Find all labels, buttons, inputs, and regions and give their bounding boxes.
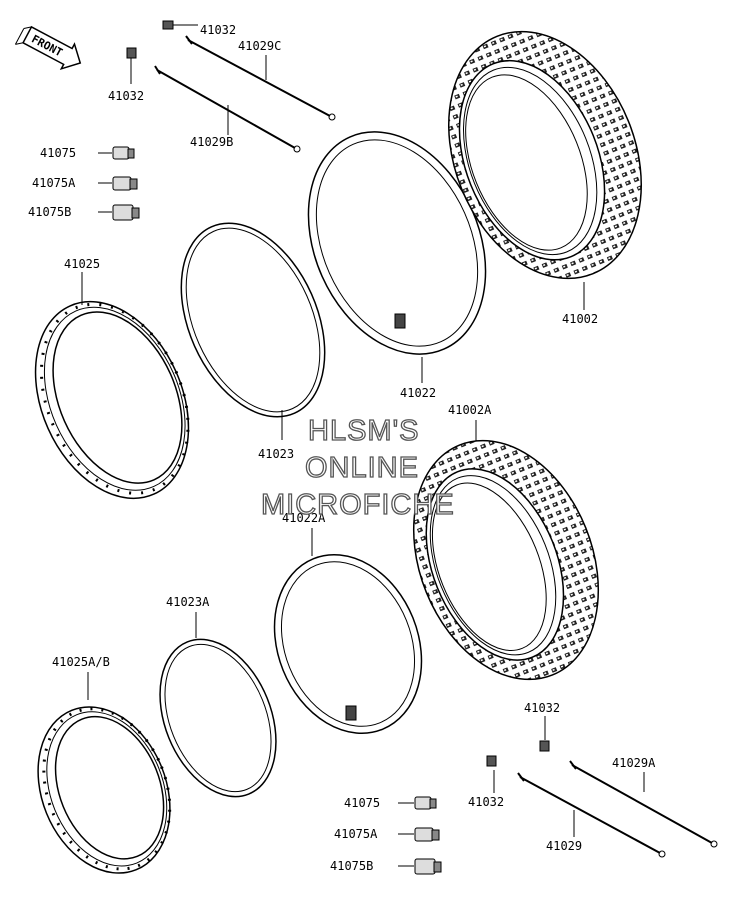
valve-41075-top-icon: [112, 146, 135, 160]
tube-valve-41022A-icon: [345, 705, 357, 721]
label-41075A-top: 41075A: [32, 176, 76, 190]
label-41029A: 41029A: [612, 756, 656, 770]
label-41029: 41029: [546, 839, 582, 853]
rim-41025: [34, 300, 190, 500]
front-arrow-icon: FRONT: [14, 25, 82, 71]
spoke-41029: [517, 772, 666, 858]
label-41075B-top: 41075B: [28, 205, 71, 219]
valve-41075A-top-icon: [112, 176, 138, 191]
label-41022A: 41022A: [282, 511, 326, 525]
rim-41025AB: [37, 706, 172, 874]
watermark-line-1: HLSM'S: [308, 415, 419, 447]
nipple-41032-left-icon: [126, 47, 137, 84]
label-41075-bottom: 41075: [344, 796, 380, 810]
tube-valve-41022-icon: [394, 313, 406, 329]
rim-band-41023: [180, 222, 326, 418]
tire-41002A: [412, 439, 600, 681]
valve-41075-bottom-icon: [414, 796, 437, 810]
tire-41002: [448, 30, 642, 280]
valve-41075A-bottom-icon: [414, 827, 440, 842]
nipple-41032-top-icon: [162, 20, 180, 30]
label-41032-bottom-right: 41032: [524, 701, 560, 715]
label-41022: 41022: [400, 386, 436, 400]
rim-band-41023A: [159, 638, 277, 798]
label-41025: 41025: [64, 257, 100, 271]
leaders-top: [81, 24, 585, 440]
label-41032-top: 41032: [200, 23, 236, 37]
valve-41075B-bottom-icon: [414, 858, 442, 875]
label-41032-bottom-left: 41032: [468, 795, 504, 809]
nipple-41032-bottom-right-icon: [539, 740, 550, 752]
valve-41075B-top-icon: [112, 204, 140, 221]
label-41002: 41002: [562, 312, 598, 326]
label-41002A: 41002A: [448, 403, 492, 417]
label-41075-top: 41075: [40, 146, 76, 160]
label-41023A: 41023A: [166, 595, 210, 609]
label-41029C: 41029C: [238, 39, 281, 53]
spoke-41029A: [569, 760, 718, 848]
label-41032-left: 41032: [108, 89, 144, 103]
label-41029B: 41029B: [190, 135, 233, 149]
label-41023: 41023: [258, 447, 294, 461]
spoke-41029C: [185, 35, 336, 121]
nipple-41032-bottom-left-icon: [486, 755, 497, 767]
label-41075B-bottom: 41075B: [330, 859, 373, 873]
watermark-line-3: MICROFICHE: [261, 489, 455, 521]
watermark-line-2: ONLINE: [305, 452, 419, 484]
spoke-41029B: [154, 65, 301, 153]
label-41075A-bottom: 41075A: [334, 827, 378, 841]
label-41025AB: 41025A/B: [52, 655, 110, 669]
tube-41022A: [273, 554, 423, 734]
